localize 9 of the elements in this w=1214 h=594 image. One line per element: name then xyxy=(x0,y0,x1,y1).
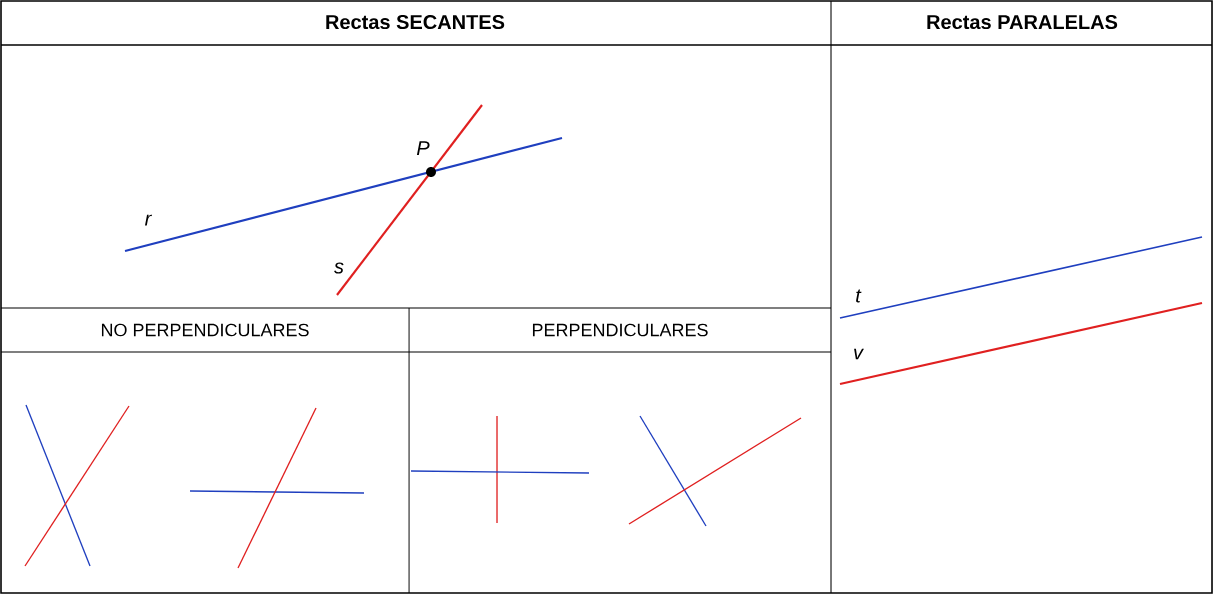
subheading: PERPENDICULARES xyxy=(532,323,708,337)
line-label: P xyxy=(416,141,430,155)
line-label: r xyxy=(145,214,152,226)
line-label: v xyxy=(854,348,864,360)
column-heading: Rectas SECANTES xyxy=(326,14,505,30)
line-label: s xyxy=(334,262,344,274)
column-heading: Rectas PARALELAS xyxy=(927,14,1118,30)
line-label: t xyxy=(856,289,862,303)
subheading: NO PERPENDICULARES xyxy=(101,323,309,337)
